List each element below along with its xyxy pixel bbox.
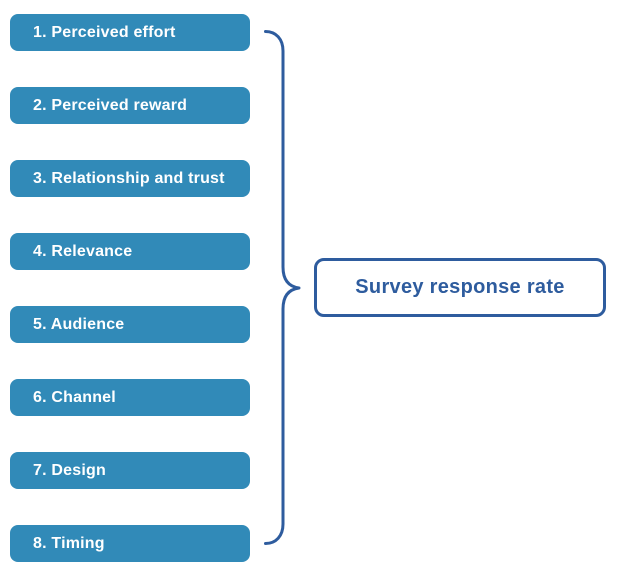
factor-box-design: 7. Design — [10, 452, 250, 489]
factor-box-perceived-reward: 2. Perceived reward — [10, 87, 250, 124]
factor-label: 5. Audience — [33, 315, 125, 333]
factor-label: 1. Perceived effort — [33, 23, 176, 41]
factor-label: 2. Perceived reward — [33, 96, 188, 114]
factor-label: 7. Design — [33, 461, 106, 479]
factor-box-timing: 8. Timing — [10, 525, 250, 562]
factor-label: 3. Relationship and trust — [33, 169, 225, 187]
factor-box-relevance: 4. Relevance — [10, 233, 250, 270]
factor-label: 6. Channel — [33, 388, 116, 406]
factor-label: 4. Relevance — [33, 242, 133, 260]
factor-box-perceived-effort: 1. Perceived effort — [10, 14, 250, 51]
result-label: Survey response rate — [355, 276, 565, 298]
factor-box-audience: 5. Audience — [10, 306, 250, 343]
factor-box-channel: 6. Channel — [10, 379, 250, 416]
factor-box-relationship-and-trust: 3. Relationship and trust — [10, 160, 250, 197]
factor-label: 8. Timing — [33, 534, 105, 552]
result-box: Survey response rate — [314, 258, 606, 317]
